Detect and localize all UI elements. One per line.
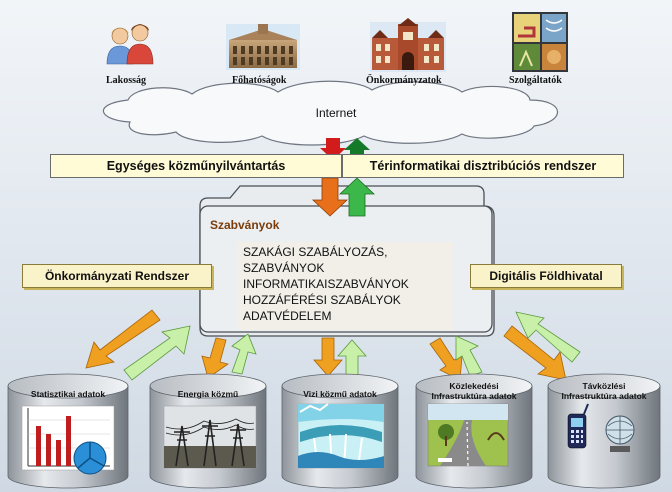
people-icon — [106, 24, 154, 65]
standards-title: Szabványok — [210, 218, 280, 232]
standards-line: ADATVÉDELEM — [243, 309, 332, 323]
unified-utility-registry-bar: Egységes közműnyilvántartás — [50, 154, 342, 178]
database-label-vizi: Vizi közmű adatok — [290, 389, 390, 399]
water-dam-icon — [297, 403, 385, 469]
internet-label: Internet — [315, 106, 357, 120]
bars-to-standards-arrows — [311, 177, 376, 217]
transport-road-icon — [427, 403, 509, 467]
digital-land-office-box: Digitális Földhivatal — [470, 264, 622, 288]
city-hall-icon — [370, 18, 446, 72]
database-arrows — [201, 333, 483, 381]
gis-distribution-system-bar: Térinformatikai disztribúciós rendszer — [342, 154, 624, 178]
telecom-icon — [567, 403, 635, 452]
actor-label-szolgaltatok: Szolgáltatók — [509, 75, 562, 86]
statistics-chart-icon — [21, 405, 115, 475]
standards-line: SZABVÁNYOK — [243, 261, 325, 275]
database-cylinder-tavkozlesi — [547, 373, 661, 489]
actor-label-fohatosagok: Főhatóságok — [232, 75, 287, 86]
database-label-line: Közlekedési — [449, 381, 499, 391]
standards-line: HOZZÁFÉRÉSI SZABÁLYOK — [243, 293, 401, 307]
utility-provider-icon — [512, 12, 568, 72]
database-label-tavkozlesi: Távközlési Infrastruktúra adatok — [548, 381, 660, 401]
standards-list: SZAKÁGI SZABÁLYOZÁS, SZABVÁNYOK INFORMAT… — [237, 242, 453, 330]
side-arrows — [85, 309, 581, 381]
actor-label-lakossag: Lakosság — [106, 75, 147, 86]
actor-label-onkormanyzatok: Önkormányzatok — [366, 75, 442, 86]
database-label-line: Vizi közmű adatok — [303, 389, 377, 399]
standards-line: INFORMATIKAISZABVÁNYOK — [243, 277, 409, 291]
standards-line: SZAKÁGI SZABÁLYOZÁS, — [243, 245, 388, 259]
power-line-icon — [163, 405, 257, 469]
database-label-line: Infrastruktúra adatok — [431, 391, 517, 401]
database-label-line: Infrastruktúra adatok — [561, 391, 647, 401]
database-label-line: Energia közmű — [177, 389, 239, 399]
internet-cloud — [102, 80, 559, 146]
database-label-line: Statisztikai adatok — [30, 389, 106, 399]
municipal-system-box: Önkormányzati Rendszer — [22, 264, 212, 288]
database-label-line: Távközlési — [582, 381, 626, 391]
database-label-energia: Energia közmű — [158, 389, 258, 399]
database-label-statisztikai: Statisztikai adatok — [18, 389, 118, 399]
database-label-kozlekedesi: Közlekedési Infrastruktúra adatok — [418, 381, 530, 401]
government-building-icon — [226, 24, 300, 70]
